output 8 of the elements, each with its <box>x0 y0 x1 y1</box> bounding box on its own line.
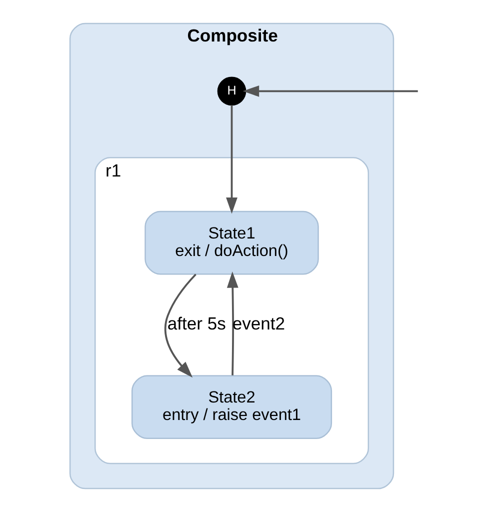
arrow <box>226 105 238 214</box>
edge-label: after 5s <box>167 314 226 334</box>
arrow <box>164 274 196 378</box>
node-box: State1 exit / doAction() <box>144 210 319 275</box>
node-box: State2 entry / raise event1 <box>131 375 332 440</box>
node-circle: H <box>217 76 246 106</box>
arrow <box>242 85 418 97</box>
arrow <box>226 272 238 376</box>
